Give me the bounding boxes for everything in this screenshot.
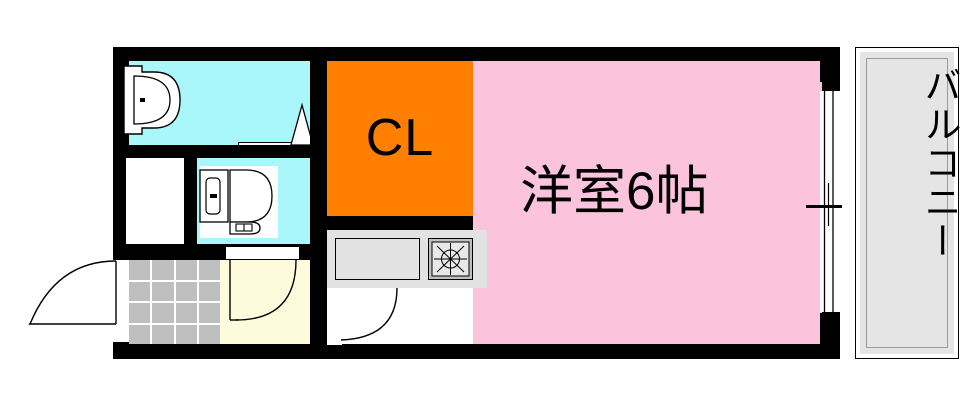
washroom-door[interactable] xyxy=(225,246,300,260)
room-door-swing[interactable] xyxy=(337,287,399,346)
entrance-threshold xyxy=(113,260,129,342)
interior-wall-closet-bottom xyxy=(327,216,487,230)
western-room-label: 洋室6帖 xyxy=(520,162,709,221)
entrance-door-swing[interactable] xyxy=(26,256,118,348)
western-room-floor-notch xyxy=(780,82,822,313)
exterior-wall-top xyxy=(113,47,840,61)
exterior-wall-bottom xyxy=(113,344,840,359)
closet-label: CL xyxy=(365,109,435,167)
balcony-label: バルコニー xyxy=(919,66,960,261)
gas-stove-fixture xyxy=(428,238,473,280)
bathtub-fixture xyxy=(123,60,204,140)
western-room-floor xyxy=(473,61,820,344)
balcony-floor xyxy=(860,52,954,354)
exterior-wall-right-lower xyxy=(820,312,840,359)
toilet-fixture xyxy=(198,166,288,242)
room-door-threshold xyxy=(327,288,342,345)
balcony-rail-line xyxy=(866,58,948,348)
balcony-sliding-window[interactable] xyxy=(820,91,840,312)
closet-floor xyxy=(327,61,473,216)
kitchen-sink-fixture xyxy=(335,238,420,280)
hall-door-swing[interactable] xyxy=(228,259,313,344)
washing-machine-space xyxy=(126,158,184,244)
window-direction-marker xyxy=(806,205,842,208)
interior-wall-vertical-center xyxy=(310,47,327,359)
genkan-tile-area xyxy=(129,260,220,344)
exterior-wall-right-upper xyxy=(820,47,840,91)
